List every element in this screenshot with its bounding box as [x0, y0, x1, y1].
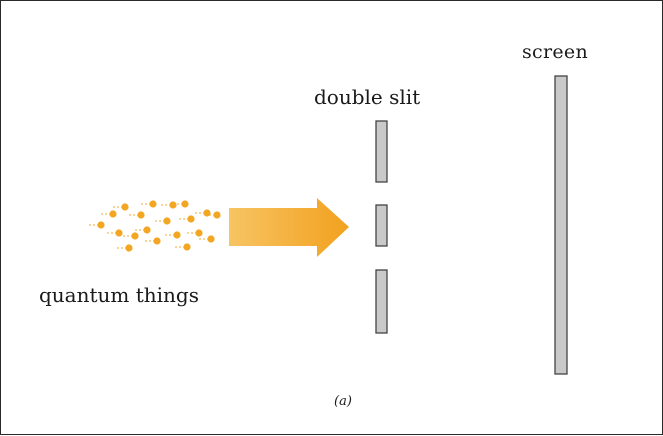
particle: [187, 215, 195, 223]
double-slit-label: double slit: [314, 85, 421, 109]
slit-barrier-top: [375, 120, 388, 183]
particle: [137, 211, 145, 219]
detection-screen: [554, 75, 568, 375]
particle: [183, 243, 191, 251]
particle: [125, 244, 133, 252]
quantum-particles: [89, 200, 221, 252]
particle: [213, 211, 221, 219]
particle: [181, 200, 189, 208]
slit-barrier-middle: [375, 204, 388, 247]
figure-caption: (a): [334, 394, 352, 409]
particle: [115, 229, 123, 237]
particle: [143, 226, 151, 234]
particle: [169, 201, 177, 209]
particle: [131, 232, 139, 240]
particle: [195, 229, 203, 237]
quantum-things-label: quantum things: [39, 283, 199, 307]
screen-label: screen: [522, 41, 588, 63]
particle: [163, 217, 171, 225]
particle: [97, 221, 105, 229]
particle: [173, 231, 181, 239]
particle: [121, 203, 129, 211]
particle: [149, 200, 157, 208]
particle: [207, 235, 215, 243]
particle: [153, 237, 161, 245]
particle: [109, 210, 117, 218]
direction-arrow: [229, 198, 349, 257]
slit-barrier-bottom: [375, 269, 388, 334]
